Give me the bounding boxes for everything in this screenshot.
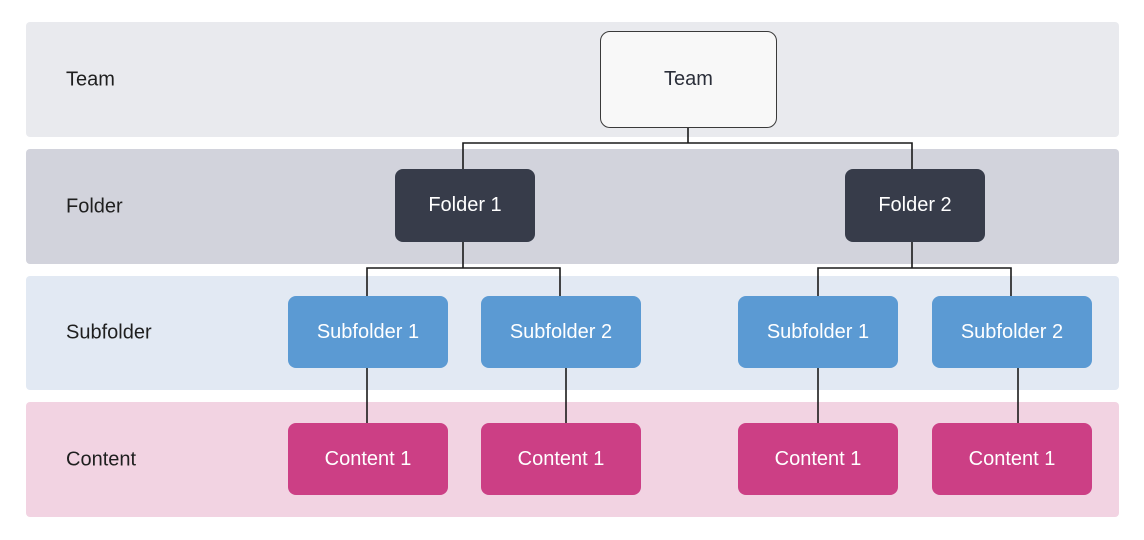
- folder-1-subfolder-2-content-node[interactable]: Content 1: [481, 423, 641, 495]
- folder-2-subfolder-1-content-node[interactable]: Content 1: [738, 423, 898, 495]
- folder-2-node[interactable]: Folder 2: [845, 169, 985, 242]
- team-level-band: Team: [26, 22, 1119, 137]
- folder-2-subfolder-2-content-node[interactable]: Content 1: [932, 423, 1092, 495]
- folder-1-node[interactable]: Folder 1: [395, 169, 535, 242]
- folder-level-label: Folder: [66, 195, 123, 217]
- team-node[interactable]: Team: [600, 31, 777, 128]
- team-level-label: Team: [66, 68, 115, 90]
- folder-1-subfolder-1-node[interactable]: Subfolder 1: [288, 296, 448, 368]
- folder-1-subfolder-1-content-node[interactable]: Content 1: [288, 423, 448, 495]
- folder-1-subfolder-2-node[interactable]: Subfolder 2: [481, 296, 641, 368]
- subfolder-level-label: Subfolder: [66, 321, 152, 344]
- folder-2-subfolder-2-node[interactable]: Subfolder 2: [932, 296, 1092, 368]
- content-level-label: Content: [66, 448, 137, 470]
- folder-2-subfolder-1-node[interactable]: Subfolder 1: [738, 296, 898, 368]
